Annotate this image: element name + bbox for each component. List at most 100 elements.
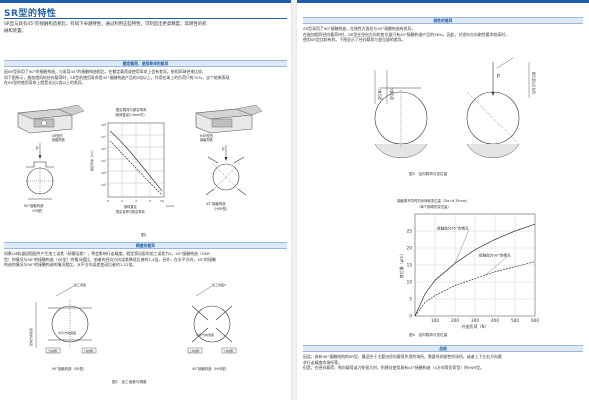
book-gutter xyxy=(291,0,297,400)
section-heading-accuracy: 精度的差异 xyxy=(4,242,287,249)
text-line: 构造的情况与90°的接触构造的情况相比，水平方向误差变动后者的1.22倍。 xyxy=(4,262,137,268)
figure-4-caption: 图4 径向载荷与变位量 xyxy=(409,333,448,337)
section-heading-rating: 额定载荷、使用寿命的差异 xyxy=(4,60,287,67)
y-tick: 10⁵ xyxy=(101,159,107,163)
rating-paragraph: 因SR型采用了90°的接触构造，与采用45°的接触构造相比，在额定载荷或使用寿命… xyxy=(4,69,287,86)
hsr-small-label: 接触构造 xyxy=(200,137,214,142)
tag-label: 径向方向变位量 xyxy=(531,71,536,94)
figure-2: 加工误差 水平方向误差 上沟槽侧 下沟槽侧 径向方向误差 90°接触构造（SR型… xyxy=(28,282,237,371)
y-tick: 10⁷ xyxy=(101,135,107,139)
x-tick: 5 xyxy=(149,199,151,203)
text-line: 如下图所示，施加相同的径向载荷时，SR型的使用寿命是45°接触构造产品的2倍以上… xyxy=(4,74,230,80)
y-axis-label: 额定寿命（km） xyxy=(89,148,94,171)
sr-small-label: 接触构造 xyxy=(52,137,66,142)
tag-label: 下沟槽侧 xyxy=(223,349,234,353)
p-label-right: P xyxy=(222,147,225,152)
y-tick-label: 15 xyxy=(407,263,413,268)
x-axis-label: 额定载荷与额定寿命 xyxy=(116,209,145,214)
y-tick-label: 25 xyxy=(407,229,413,234)
chart-subtitle: （钢球直径2.4mm时） xyxy=(113,112,147,117)
series-label-leader xyxy=(454,229,470,264)
series-label-leader xyxy=(484,256,508,276)
tag-label: 加工误差 xyxy=(74,282,86,287)
sr-displacement-diagram xyxy=(374,70,428,159)
y-tick: 10³ xyxy=(101,183,107,187)
right-top-bar xyxy=(297,0,589,3)
x-tick: 2 xyxy=(121,199,123,203)
x-axis-label: 钢球直径 xyxy=(124,204,138,209)
figure-3: 变位量δ₁ 变位量δ₂ P 径向方向变位量 xyxy=(374,57,536,159)
hsr-displacement-diagram xyxy=(466,57,530,159)
series-label: 接触角为45°的情况 xyxy=(437,225,469,230)
tag-label: 水平方向误差 xyxy=(196,332,214,337)
p-label: P xyxy=(497,74,500,80)
hsr-error-diagram xyxy=(187,285,237,354)
series-label: 接触角为90°的情况 xyxy=(479,253,511,258)
text-line: 使用SR型比较有利。下图显示了径向载荷与变位量的差异。 xyxy=(303,37,406,43)
tag-label: 加工误差δ xyxy=(212,282,226,287)
title-rule xyxy=(4,18,287,19)
intro-paragraph: SR型与具有45°的接触构造相比，有如下卓越特性，通过利用这些特性，可制造出更高… xyxy=(4,21,287,35)
text-line: 但是，在径向载荷、侧向载荷或力矩很大时，则建议使用具有45°接触构造（4方向等负… xyxy=(303,365,484,371)
intro-line: SR型与具有45°的接触构造相比，有如下卓越特性，通过利用这些特性，可制造出更高… xyxy=(4,22,207,27)
tag-label: 上沟槽侧 xyxy=(189,349,200,353)
y-tick-label: 10 xyxy=(407,280,413,285)
x-tick-label: 400 xyxy=(491,318,499,323)
hsr-contact-label: 45°接触构造 xyxy=(206,201,226,206)
text-line: 求行走精度的场所等。 xyxy=(303,359,342,365)
p-label-left: P xyxy=(36,146,39,151)
series-line xyxy=(414,261,536,317)
chart-subtitle: （单个钢球的变位量） xyxy=(417,205,451,209)
x-tick-label: 500 xyxy=(511,318,519,323)
figure-1-caption: 图1 xyxy=(141,233,147,237)
hsr-contact-diagram xyxy=(205,145,247,196)
summary-paragraph: 因此，具有90°接触结构的SR型，最适合于主要由径向载荷作用的场所，需要径向刚性… xyxy=(303,354,583,371)
tag-label: 上沟槽侧 xyxy=(47,349,58,353)
figure-1: P SR型的 接触构造 90°接触构造 （SR型） 额定载荷与额定寿命 （钢球直… xyxy=(17,104,263,214)
left-page: SR型的特性 SR型与具有45°的接触构造相比，有如下卓越特性，通过利用这些特性… xyxy=(0,0,291,400)
series-line xyxy=(414,223,536,317)
page-title: SR型的特性 xyxy=(4,9,57,19)
x-tick-label: 100 xyxy=(431,318,439,323)
accuracy-paragraph: 如果LM轨道因相配件产生加工误差（研磨误差），将会影响行走精度。假定滑动面的加工… xyxy=(4,251,287,268)
left-top-bar xyxy=(0,0,291,3)
text-line: 因SR型采用了90°的接触构造，与采用45°的接触构造相比，在额定载荷或使用寿命… xyxy=(4,69,206,74)
x-tick: 3 xyxy=(135,199,137,203)
section-heading-summary: 总结 xyxy=(303,345,583,352)
x-tick-label: 200 xyxy=(451,318,459,323)
sr-contact-diagram xyxy=(26,143,54,200)
tag-label: 水平方向误差 xyxy=(58,330,76,335)
y-tick: 10⁴ xyxy=(101,171,107,175)
y-tick-label: 5 xyxy=(409,297,412,302)
y-tick-label: 0 xyxy=(409,314,412,319)
sr-contact-label: 90°接触构造 xyxy=(24,203,44,208)
x-axis-label: 外加负荷（N） xyxy=(462,323,489,329)
sr-error-label: 90°接触构造（SR型） xyxy=(52,366,86,371)
rigidity-paragraph: SR型采用了90°接触构造，在刚性方面也与45°接触构造有差异。 在施加相同径向… xyxy=(303,26,583,43)
intro-line: 械和装置。 xyxy=(4,29,26,34)
hsr-error-label: 45°接触构造（HSR型） xyxy=(192,366,229,371)
x-tick-label: 300 xyxy=(471,318,479,323)
tag-label: 径向方向误差 xyxy=(28,328,33,346)
text-line: 在SR型的使用寿命上就是长出2倍以上的差异。 xyxy=(4,80,86,86)
figure-3-caption: 图3 径向载荷与变位量 xyxy=(409,172,448,176)
hsr-contact-label: （HSR型） xyxy=(212,206,229,211)
text-line: 在施加相同径向载荷P时，SR型在径向方向的变位量只有45°接触构造产品的56%。… xyxy=(303,31,509,37)
sr-contact-label: （SR型） xyxy=(30,208,45,213)
chart-title: 接触角不同时的负荷和变位量［Da=6.35mm］ xyxy=(397,199,470,203)
hsr-small-label: HSR型的 xyxy=(200,133,213,138)
hsr-block-illustration xyxy=(195,104,263,134)
x-tick: 0 xyxy=(107,199,109,203)
x-unit: (mm) xyxy=(166,204,174,208)
figure-2-caption: 图2 加工误差与精度 xyxy=(112,380,147,384)
sr-error-diagram xyxy=(35,285,97,354)
x-tick: 10 xyxy=(160,199,164,203)
tag-label: 变位量δ₁ xyxy=(377,86,382,100)
y-tick: 10⁶ xyxy=(101,147,107,151)
tag-label: 变位量δ₂ xyxy=(389,86,394,100)
x-tick-label: 600 xyxy=(531,318,539,323)
y-tick: 10⁸ xyxy=(101,123,107,127)
text-line: 因此，具有90°接触结构的SR型，最适合于主要由径向载荷作用的场所，需要径向刚性… xyxy=(303,354,502,359)
